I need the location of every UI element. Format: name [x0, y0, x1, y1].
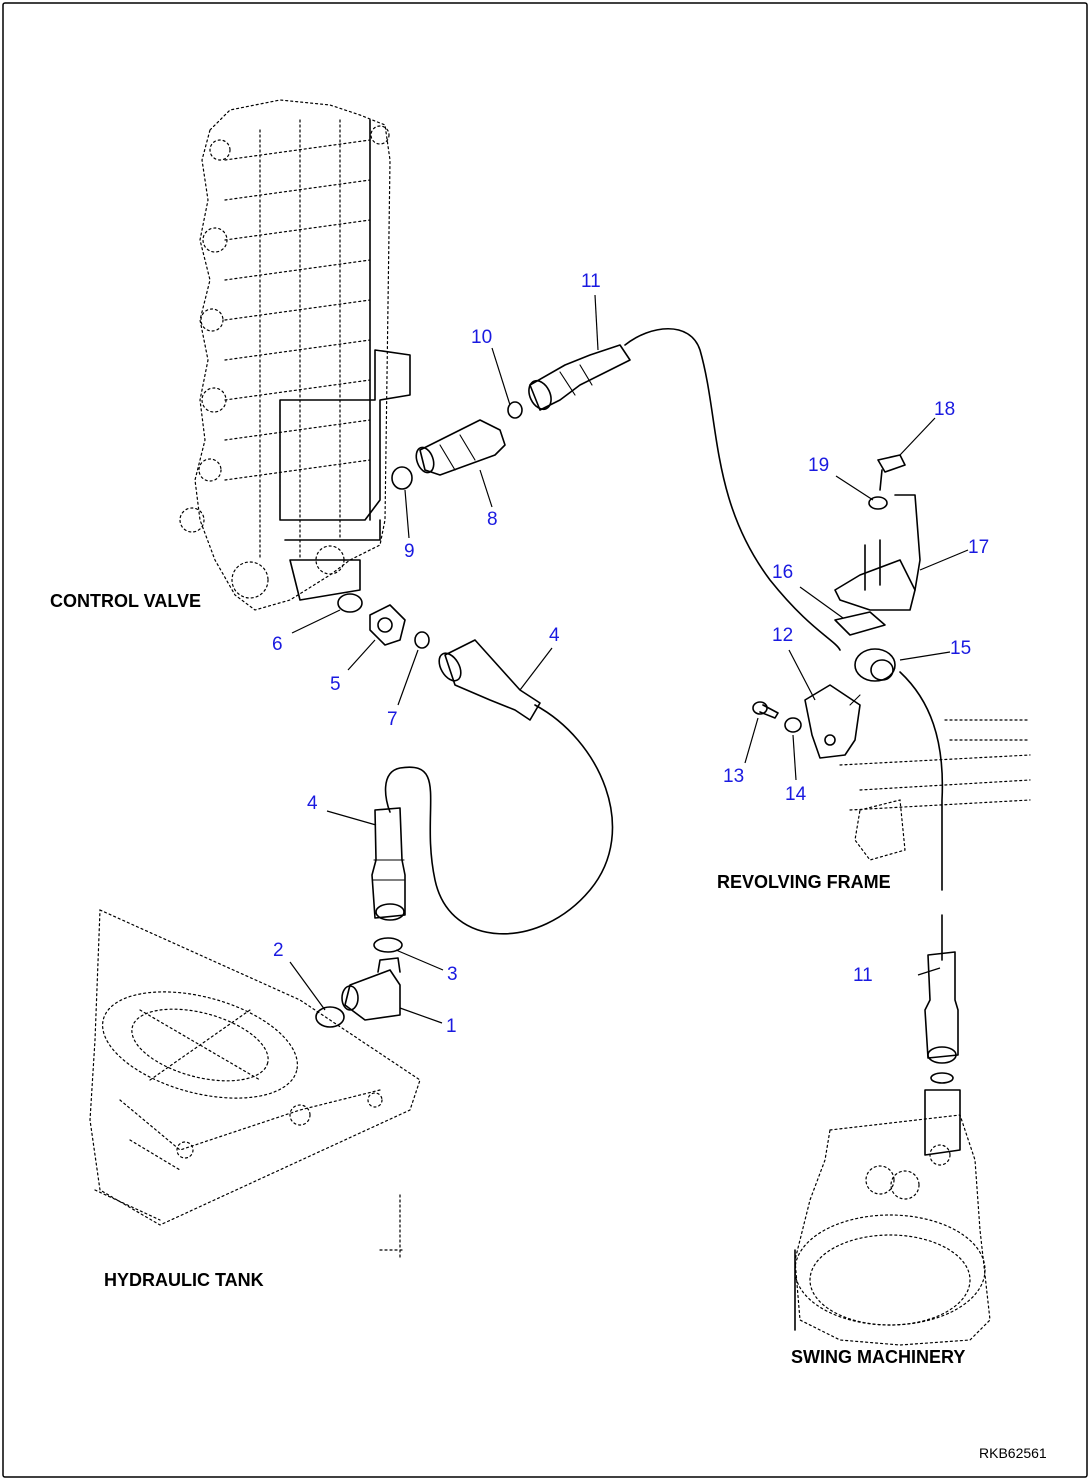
hose-swing: [899, 671, 944, 891]
callout-4-lower: 4: [307, 793, 318, 814]
callout-15: 15: [950, 638, 971, 659]
callout-11-lower: 11: [853, 965, 873, 986]
part-elbow: [341, 957, 401, 1021]
part-bracket: [804, 684, 861, 759]
revolving-frame-drawing: [839, 719, 1031, 861]
part-washer-19: [868, 496, 888, 510]
callout-9: 9: [404, 541, 415, 562]
part-o-ring-2: [315, 1006, 345, 1028]
control-valve-drawing: [179, 99, 411, 611]
callout-1: 1: [446, 1016, 457, 1037]
hydraulic-tank-drawing: [89, 909, 421, 1261]
callout-16: 16: [772, 562, 793, 583]
region-label-hydraulic-tank: HYDRAULIC TANK: [104, 1270, 264, 1290]
part-clamp: [854, 648, 896, 682]
callout-3: 3: [447, 964, 458, 985]
region-label-revolving-frame: REVOLVING FRAME: [717, 872, 891, 892]
part-o-ring-10: [507, 401, 523, 419]
leader-lines: [289, 294, 969, 1024]
callout-4-upper: 4: [549, 625, 560, 646]
callout-7: 7: [387, 709, 398, 730]
part-o-ring-6: [337, 593, 363, 613]
hose-upper: [624, 328, 841, 651]
part-swivel: [415, 419, 506, 476]
part-hose-fitting-upper: [438, 639, 541, 721]
callout-19: 19: [808, 455, 829, 476]
callout-11-upper: 11: [581, 271, 601, 292]
callout-12: 12: [772, 625, 793, 646]
callout-14: 14: [785, 784, 807, 805]
part-o-ring-9: [391, 466, 413, 490]
part-o-ring-3: [373, 937, 403, 953]
part-o-ring-7: [414, 631, 430, 649]
part-hose-fitting-11-lower: [924, 951, 959, 1084]
callout-18: 18: [934, 399, 955, 420]
part-support: [834, 494, 921, 611]
callout-10: 10: [471, 327, 492, 348]
part-bolt-18: [877, 454, 906, 491]
part-hose-fitting-lower: [371, 807, 406, 921]
part-bolt-13: [752, 701, 779, 719]
hose-lower: [384, 704, 614, 935]
callout-8: 8: [487, 509, 498, 530]
callout-13: 13: [723, 766, 744, 787]
part-hose-fitting-11-upper: [528, 344, 631, 411]
callout-6: 6: [272, 634, 283, 655]
part-adapter: [369, 604, 406, 646]
part-washer-14: [784, 717, 802, 733]
part-plate: [834, 611, 886, 636]
callout-5: 5: [330, 674, 341, 695]
callout-17: 17: [968, 537, 989, 558]
region-label-swing-machinery: SWING MACHINERY: [791, 1347, 965, 1367]
callout-2: 2: [273, 940, 284, 961]
swing-machinery-drawing: [794, 1089, 991, 1346]
drawing-code: RKB62561: [979, 1445, 1047, 1461]
region-label-control-valve: CONTROL VALVE: [50, 591, 201, 611]
